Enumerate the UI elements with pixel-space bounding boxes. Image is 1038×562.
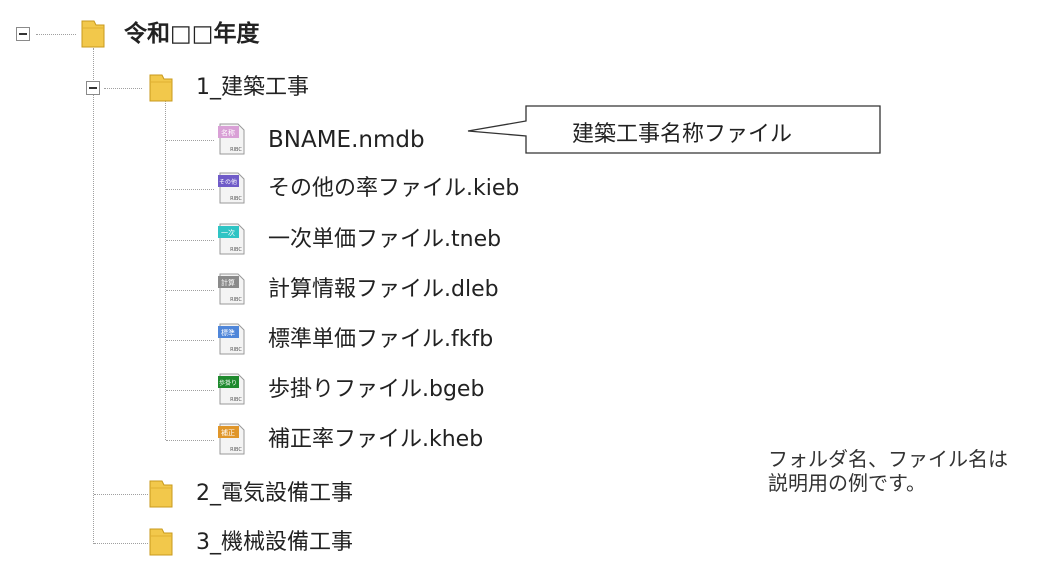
note-text-line1: フォルダ名、ファイル名は	[768, 447, 1008, 471]
folder1-connector	[104, 88, 142, 89]
svg-text:RIBC: RIBC	[230, 196, 242, 202]
collapse-toggle-folder1[interactable]	[86, 81, 100, 95]
file-icon-badge: 名称	[221, 128, 235, 137]
root-folder-label[interactable]: 令和□□年度	[124, 21, 260, 47]
folder-icon	[146, 526, 176, 556]
file-label-fkfb[interactable]: 標準単価ファイル.fkfb	[268, 327, 494, 352]
kheb-file-icon: 補正 RIBC	[217, 423, 247, 455]
file-icon-badge: 補正	[221, 428, 235, 437]
folder-icon	[146, 72, 176, 102]
folder-label-1[interactable]: 1_建築工事	[196, 75, 309, 100]
folder3-connector	[94, 543, 148, 544]
file-connector	[166, 240, 214, 241]
folder-label-2[interactable]: 2_電気設備工事	[196, 481, 353, 506]
folder1-vertical-line	[165, 100, 166, 440]
svg-text:RIBC: RIBC	[230, 397, 242, 403]
callout-text: 建築工事名称ファイル	[572, 122, 793, 147]
file-label-nmdb[interactable]: BNAME.nmdb	[268, 127, 425, 153]
note-text-line2: 説明用の例です。	[768, 471, 926, 495]
file-icon-badge: 一次	[221, 228, 235, 237]
folder-label-3[interactable]: 3_機械設備工事	[196, 530, 353, 555]
file-label-dleb[interactable]: 計算情報ファイル.dleb	[268, 277, 499, 302]
kieb-file-icon: その他 RIBC	[217, 172, 247, 204]
tneb-file-icon: 一次 RIBC	[217, 223, 247, 255]
collapse-toggle-root[interactable]	[16, 27, 30, 41]
file-connector	[166, 340, 214, 341]
svg-text:RIBC: RIBC	[230, 147, 242, 153]
file-icon-badge: その他	[219, 178, 237, 186]
file-label-kheb[interactable]: 補正率ファイル.kheb	[268, 427, 484, 452]
file-label-bgeb[interactable]: 歩掛りファイル.bgeb	[268, 377, 485, 402]
svg-text:RIBC: RIBC	[230, 297, 242, 303]
folder2-connector	[94, 494, 148, 495]
bgeb-file-icon: 歩掛り RIBC	[217, 373, 247, 405]
file-label-kieb[interactable]: その他の率ファイル.kieb	[268, 176, 520, 201]
dleb-file-icon: 計算 RIBC	[217, 273, 247, 305]
file-icon-badge: 歩掛り	[219, 379, 237, 387]
folder-icon	[146, 478, 176, 508]
file-label-tneb[interactable]: 一次単価ファイル.tneb	[268, 227, 502, 252]
nmdb-file-icon: 名称 RIBC	[217, 123, 247, 155]
file-connector	[166, 390, 214, 391]
folder-icon	[78, 18, 108, 48]
fkfb-file-icon: 標準 RIBC	[217, 323, 247, 355]
svg-text:RIBC: RIBC	[230, 447, 242, 453]
file-connector	[166, 290, 214, 291]
svg-text:RIBC: RIBC	[230, 247, 242, 253]
root-connector	[36, 34, 76, 35]
file-connector	[166, 440, 214, 441]
root-vertical-line	[93, 48, 94, 544]
file-icon-badge: 標準	[221, 328, 235, 337]
file-connector	[166, 189, 214, 190]
file-connector	[166, 140, 214, 141]
file-icon-badge: 計算	[221, 278, 235, 287]
svg-text:RIBC: RIBC	[230, 347, 242, 353]
